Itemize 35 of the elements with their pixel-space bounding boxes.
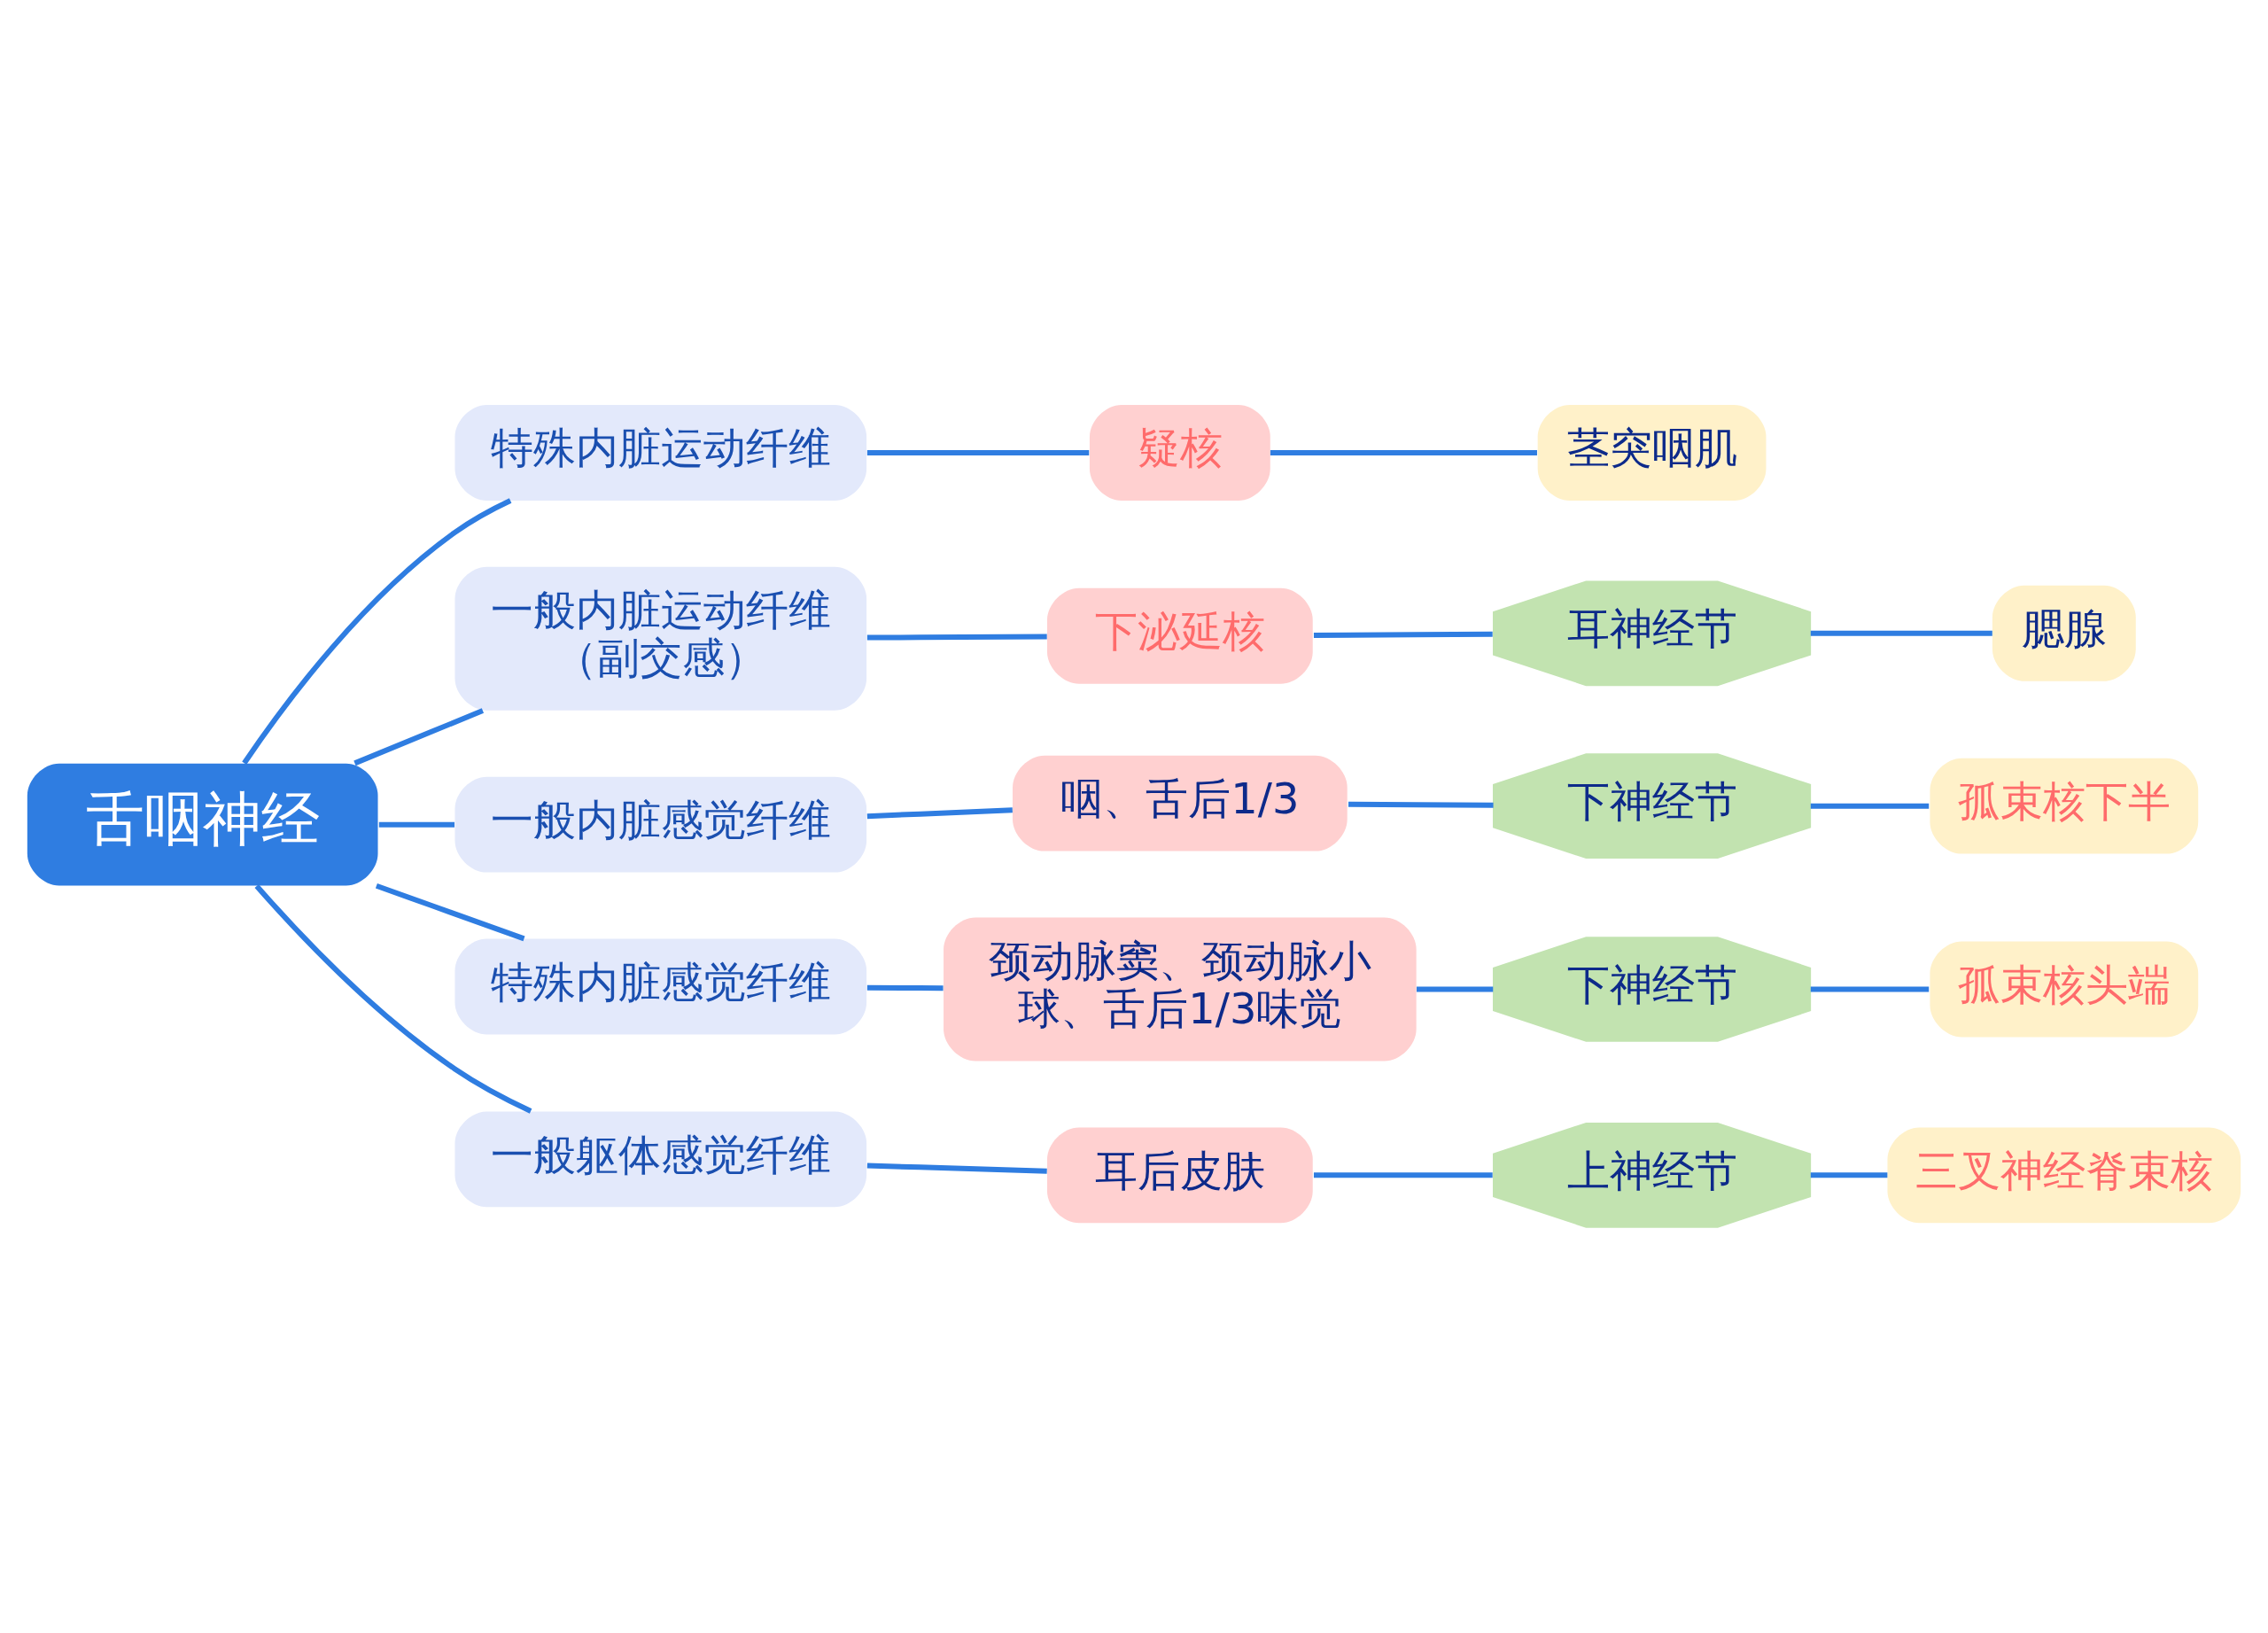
connector bbox=[1270, 449, 1537, 455]
node-box: 咽、舌后1/3 bbox=[1013, 755, 1348, 851]
connector bbox=[866, 984, 944, 991]
connector bbox=[1348, 801, 1494, 808]
node-box: 三叉神经脊束核 bbox=[1887, 1127, 2241, 1224]
connector bbox=[866, 1163, 1047, 1174]
connector bbox=[866, 449, 1090, 455]
connector bbox=[353, 708, 485, 766]
node-box: 一般内脏感觉纤维 bbox=[454, 776, 867, 873]
node-box: 一般躯体感觉纤维 bbox=[454, 1111, 867, 1208]
node-box: 孤束核头端 bbox=[1930, 941, 2199, 1038]
node-box: 特殊内脏运动纤维 bbox=[454, 405, 867, 501]
node-box: 下泌延核 bbox=[1046, 587, 1313, 684]
connector bbox=[866, 807, 1013, 820]
node-box: 舌咽神经 bbox=[27, 763, 378, 886]
connector bbox=[254, 884, 532, 1114]
connector bbox=[1810, 803, 1930, 809]
connector bbox=[1810, 1172, 1888, 1178]
connector bbox=[378, 821, 454, 828]
node-box: 耳后皮肤 bbox=[1046, 1127, 1313, 1224]
connector bbox=[1313, 631, 1493, 638]
node-box: 孤束核下半 bbox=[1930, 758, 2199, 854]
node-box: 腮腺 bbox=[1992, 585, 2136, 681]
connector bbox=[242, 498, 512, 765]
node-box: 茎突咽肌 bbox=[1537, 405, 1767, 501]
node-box: 颈动脉窦、颈动脉小球、舌后1/3味觉 bbox=[944, 917, 1417, 1061]
connector bbox=[375, 883, 525, 942]
connector bbox=[1314, 1172, 1493, 1178]
node-box: 特殊内脏感觉纤维 bbox=[454, 938, 867, 1035]
connector bbox=[866, 634, 1047, 641]
node-box: 疑核 bbox=[1089, 405, 1270, 501]
node-box: 一般内脏运动纤维（副交感） bbox=[454, 566, 867, 711]
connector bbox=[1417, 986, 1494, 992]
connector bbox=[1810, 630, 1992, 636]
connector bbox=[1810, 986, 1930, 992]
